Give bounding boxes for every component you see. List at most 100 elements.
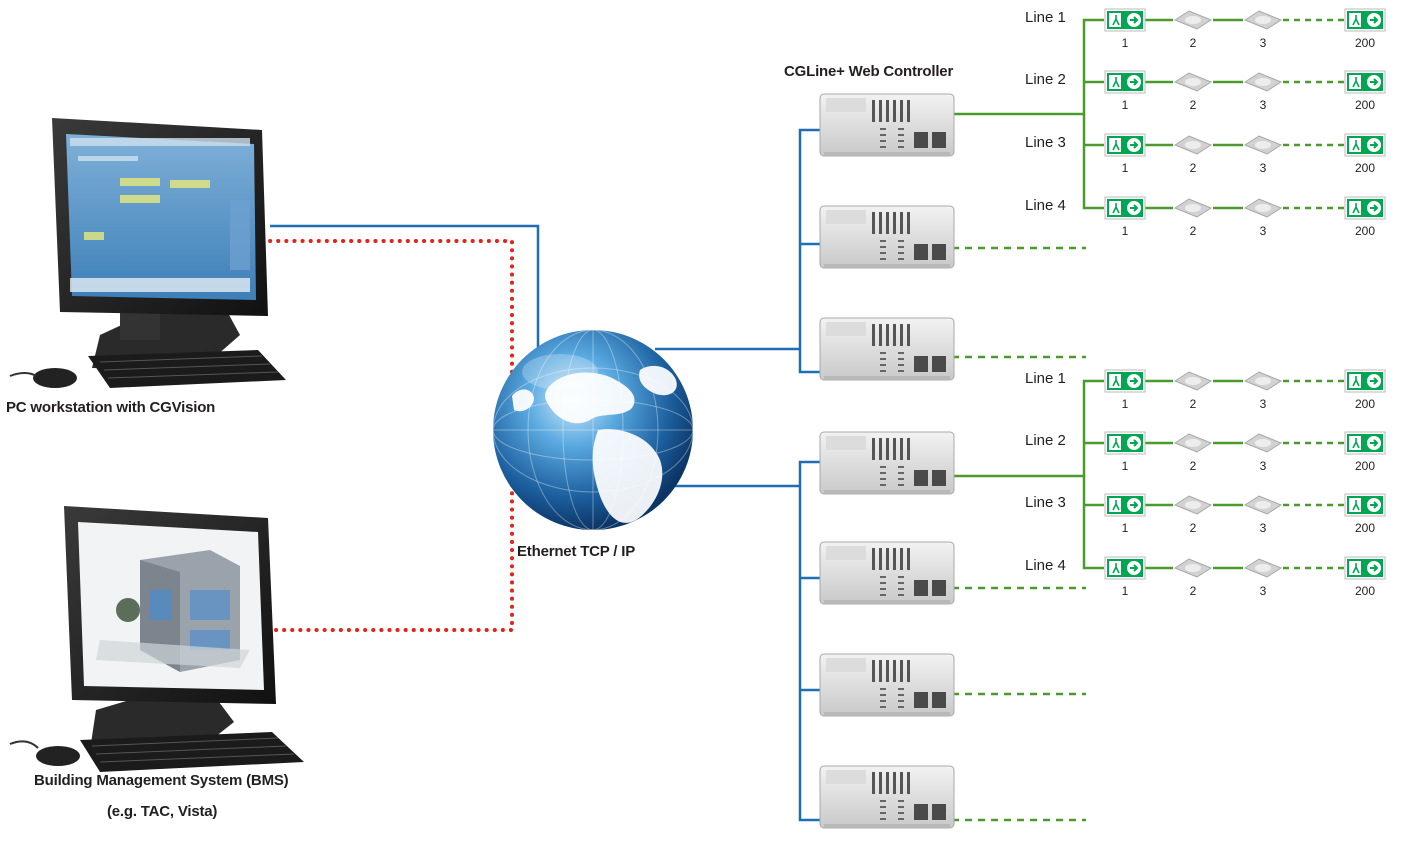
upper-line-bus <box>952 18 1104 116</box>
exit-sign-icon <box>1344 196 1386 220</box>
luminaire-number: 200 <box>1354 584 1376 598</box>
luminaire-number: 2 <box>1189 584 1197 598</box>
luminaire-icon <box>1173 558 1213 578</box>
web-controller-icon <box>819 541 955 605</box>
luminaire-number: 1 <box>1121 224 1129 238</box>
exit-sign-icon <box>1344 431 1386 455</box>
exit-sign-icon <box>1104 133 1146 157</box>
luminaire-icon <box>1243 72 1283 92</box>
exit-sign-icon <box>1104 369 1146 393</box>
luminaire-number: 200 <box>1354 521 1376 535</box>
exit-sign-icon <box>1104 431 1146 455</box>
exit-sign-icon <box>1344 369 1386 393</box>
bms-caption: Building Management System (BMS) <box>34 772 289 789</box>
line-label: Line 2 <box>1025 71 1066 88</box>
ethernet-connections <box>270 128 820 822</box>
luminaire-number: 3 <box>1259 36 1267 50</box>
bms-dotted-link <box>274 478 514 632</box>
luminaire-icon <box>1243 198 1283 218</box>
exit-sign-icon <box>1344 133 1386 157</box>
lower-line-bus <box>952 379 1104 478</box>
luminaire-icon <box>1173 10 1213 30</box>
luminaire-number: 3 <box>1259 521 1267 535</box>
web-controllers <box>819 93 955 829</box>
luminaire-number: 200 <box>1354 224 1376 238</box>
luminaire-number: 200 <box>1354 36 1376 50</box>
luminaire-row <box>1104 70 1386 94</box>
exit-sign-icon <box>1104 8 1146 32</box>
luminaire-row <box>1104 369 1386 393</box>
luminaire-number: 200 <box>1354 397 1376 411</box>
luminaire-number: 2 <box>1189 98 1197 112</box>
luminaire-icon <box>1243 495 1283 515</box>
luminaire-rows <box>1104 8 1386 580</box>
luminaire-number: 3 <box>1259 459 1267 473</box>
bms-dotted-links <box>260 239 514 632</box>
line-label: Line 4 <box>1025 557 1066 574</box>
luminaire-number: 3 <box>1259 161 1267 175</box>
line-label: Line 4 <box>1025 197 1066 214</box>
luminaire-row <box>1104 493 1386 517</box>
bms-workstation-icon <box>9 506 304 772</box>
luminaire-icon <box>1173 72 1213 92</box>
luminaire-number: 3 <box>1259 224 1267 238</box>
luminaire-icon <box>1243 558 1283 578</box>
luminaire-number: 1 <box>1121 98 1129 112</box>
exit-sign-icon <box>1104 196 1146 220</box>
line-label: Line 1 <box>1025 9 1066 26</box>
web-controller-icon <box>819 765 955 829</box>
luminaire-number: 2 <box>1189 397 1197 411</box>
web-controller-icon <box>819 93 955 157</box>
luminaire-icon <box>1173 198 1213 218</box>
upper-bus <box>798 128 820 374</box>
web-controller-icon <box>819 205 955 269</box>
luminaire-row <box>1104 8 1386 32</box>
web-controller-icon <box>819 317 955 381</box>
luminaire-number: 1 <box>1121 36 1129 50</box>
luminaire-icon <box>1173 433 1213 453</box>
luminaire-number: 1 <box>1121 584 1129 598</box>
line-label: Line 1 <box>1025 370 1066 387</box>
exit-sign-icon <box>1104 556 1146 580</box>
luminaire-number: 1 <box>1121 459 1129 473</box>
luminaire-icon <box>1243 371 1283 391</box>
luminaire-icon <box>1173 135 1213 155</box>
web-controller-icon <box>819 653 955 717</box>
pc-caption: PC workstation with CGVision <box>6 399 216 416</box>
line-label: Line 3 <box>1025 134 1066 151</box>
pc-workstation-icon <box>9 118 286 388</box>
luminaire-icon <box>1173 371 1213 391</box>
luminaire-number: 3 <box>1259 98 1267 112</box>
luminaire-number: 200 <box>1354 161 1376 175</box>
luminaire-number: 3 <box>1259 584 1267 598</box>
luminaire-number: 2 <box>1189 459 1197 473</box>
luminaire-number: 200 <box>1354 98 1376 112</box>
luminaire-number: 1 <box>1121 521 1129 535</box>
luminaire-number: 2 <box>1189 36 1197 50</box>
luminaire-number: 1 <box>1121 161 1129 175</box>
luminaire-number: 200 <box>1354 459 1376 473</box>
exit-sign-icon <box>1344 556 1386 580</box>
luminaire-row <box>1104 196 1386 220</box>
bms-subcaption: (e.g. TAC, Vista) <box>107 803 218 820</box>
lower-bus <box>798 460 820 822</box>
exit-sign-icon <box>1344 493 1386 517</box>
line-label: Line 2 <box>1025 432 1066 449</box>
luminaire-row <box>1104 556 1386 580</box>
globe-icon <box>492 329 694 531</box>
luminaire-number: 1 <box>1121 397 1129 411</box>
luminaire-icon <box>1243 10 1283 30</box>
luminaire-row <box>1104 133 1386 157</box>
luminaire-row <box>1104 431 1386 455</box>
luminaire-icon <box>1173 495 1213 515</box>
luminaire-number: 3 <box>1259 397 1267 411</box>
luminaire-number: 2 <box>1189 224 1197 238</box>
luminaire-number: 2 <box>1189 161 1197 175</box>
exit-sign-icon <box>1104 70 1146 94</box>
luminaire-icon <box>1243 433 1283 453</box>
web-controller-icon <box>819 431 955 495</box>
exit-sign-icon <box>1344 8 1386 32</box>
pc-dotted-link <box>260 239 514 374</box>
luminaire-icon <box>1243 135 1283 155</box>
